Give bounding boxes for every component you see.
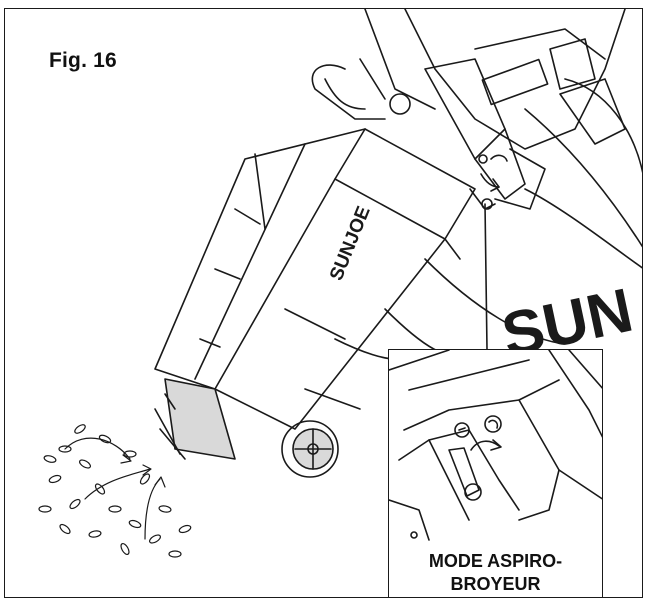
motor-housing xyxy=(404,9,626,210)
figure-label: Fig. 16 xyxy=(49,49,117,72)
inset-caption: MODE ASPIRO- BROYEUR xyxy=(389,550,602,596)
inset-illustration xyxy=(389,350,602,541)
wheel xyxy=(281,420,339,478)
leaf-pile xyxy=(38,424,192,558)
collection-bag: SUN xyxy=(334,78,642,370)
vacuum-nozzle xyxy=(154,378,236,460)
inset-caption-line1: MODE ASPIRO- xyxy=(428,551,563,571)
figure-frame: SUN xyxy=(4,8,643,598)
brand-logo-text: SUNJOE xyxy=(326,203,375,283)
inset-leader-line xyxy=(484,203,488,350)
blower-vacuum-illustration: SUN xyxy=(38,9,642,558)
mode-detail-inset: MODE ASPIRO- BROYEUR xyxy=(388,349,603,597)
front-handle xyxy=(311,9,436,120)
inset-caption-line2: BROYEUR xyxy=(450,574,541,594)
